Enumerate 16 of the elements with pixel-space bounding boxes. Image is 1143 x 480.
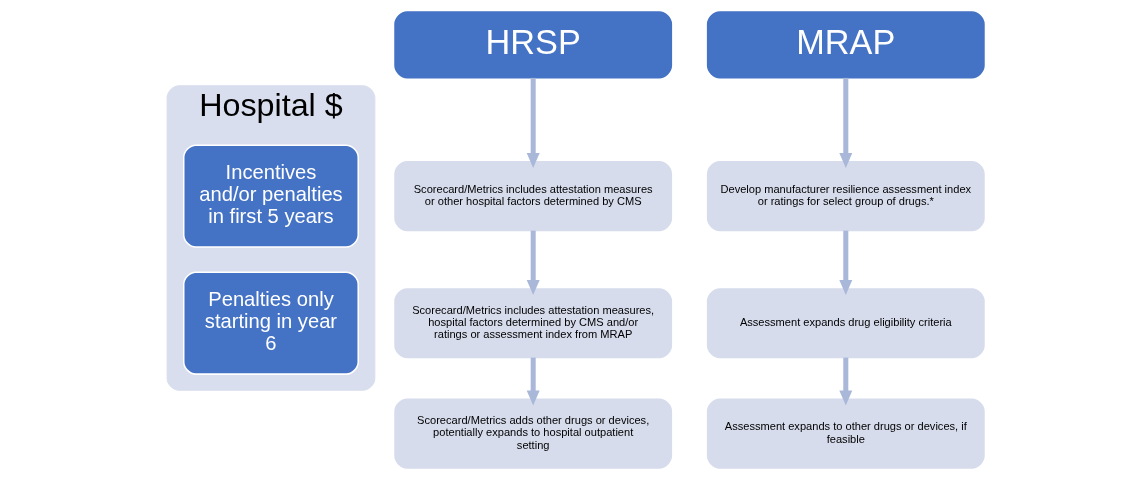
node-box: Scorecard/Metrics includes attestation measures, hospital factors determined by CMS and/or ratings or assessment index from MRAP: [394, 288, 673, 359]
node-box: MRAP: [706, 11, 985, 79]
node-box: Incentives and/or penalties in first 5 years: [183, 144, 359, 248]
node-box: Assessment expands drug eligibility criteria: [706, 288, 985, 359]
arrow: [526, 77, 540, 168]
node-box: Penalties only starting in year 6: [183, 271, 359, 375]
node-box: Develop manufacturer resilience assessment index or ratings for select group of drugs.*: [706, 161, 985, 232]
arrow: [839, 230, 853, 295]
node-box: Scorecard/Metrics adds other drugs or devices, potentially expands to hospital outpatient setting: [394, 398, 673, 469]
arrow: [839, 77, 853, 168]
node-box: Scorecard/Metrics includes attestation measures or other hospital factors determined by CMS: [394, 161, 673, 232]
arrow: [526, 357, 540, 406]
arrow: [839, 357, 853, 406]
node-box: Assessment expands to other drugs or devices, if feasible: [706, 398, 985, 469]
node-box: HRSP: [394, 11, 673, 79]
arrow: [526, 230, 540, 295]
